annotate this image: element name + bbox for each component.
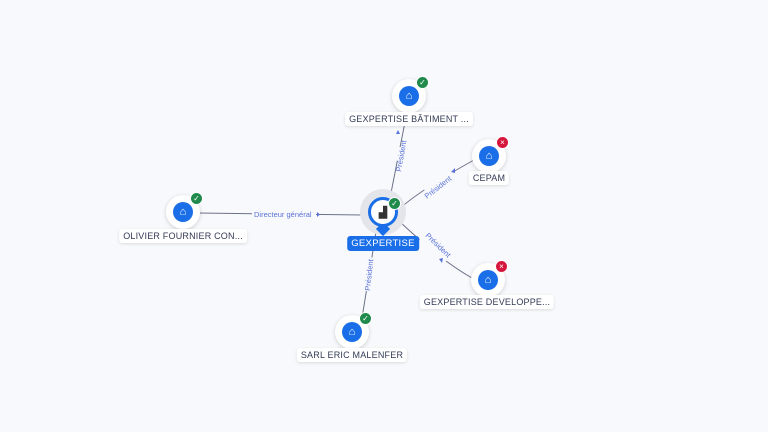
person-node[interactable]: ⌂✓ [166,192,203,229]
check-icon: ✓ [388,197,401,210]
node-label[interactable]: GEXPERTISE DEVELOPPE... [419,295,555,309]
close-icon: × [496,136,509,149]
node-label[interactable]: OLIVIER FOURNIER CON... [119,229,247,243]
close-icon: × [495,260,508,273]
edge-arrow-icon [439,258,443,263]
node-label[interactable]: SARL ERIC MALENFER [296,348,408,362]
center-node[interactable]: ▟ [368,197,398,227]
company-node[interactable]: ⌂✓ [392,76,429,113]
company-node[interactable]: ⌂× [472,136,509,173]
check-icon: ✓ [416,76,429,89]
building-icon: ⌂ [399,86,419,106]
edge-label: Président [363,258,375,291]
edge-arrow-icon [317,212,320,217]
edge-arrow-icon [396,130,400,134]
building-icon: ⌂ [173,202,193,222]
building-icon: ⌂ [478,270,498,290]
building-icon: ▟ [378,206,388,219]
check-icon: ✓ [359,312,372,325]
edge-arrow-icon [451,168,455,173]
building-icon: ⌂ [342,322,362,342]
node-label[interactable]: CEPAM [468,171,510,185]
center-node-label[interactable]: GEXPERTISE [347,236,419,251]
check-icon: ✓ [190,192,203,205]
building-icon: ⌂ [479,146,499,166]
node-label[interactable]: GEXPERTISE BÂTIMENT ... [345,112,473,126]
company-node[interactable]: ⌂× [471,260,508,297]
company-node[interactable]: ⌂✓ [335,312,372,349]
edge-label: Directeur général [254,210,312,219]
